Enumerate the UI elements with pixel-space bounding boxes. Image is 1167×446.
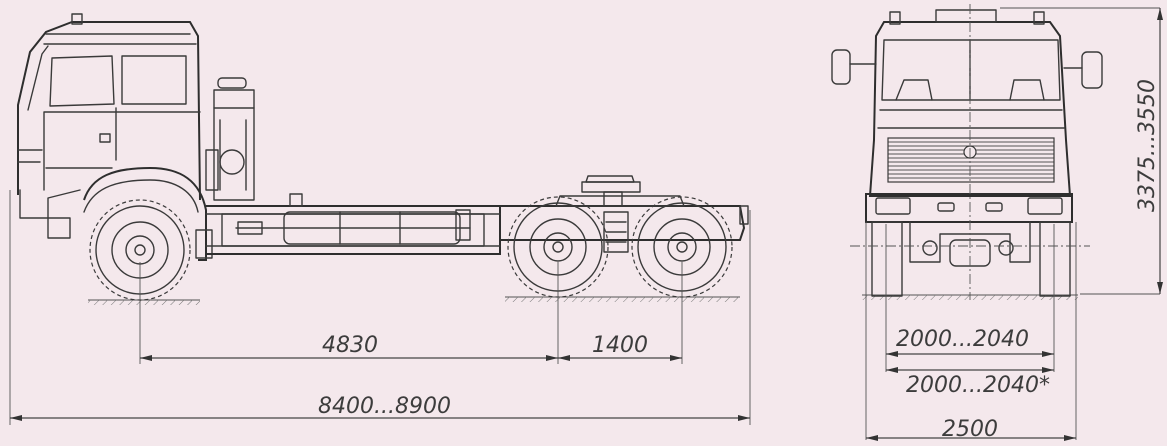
front-view-wheels bbox=[871, 221, 1071, 297]
dim-overall-length: 8400...8900 bbox=[318, 394, 451, 419]
rear-suspension bbox=[603, 211, 629, 253]
dim-overall-height: 3375...3550 bbox=[1135, 79, 1160, 212]
side-view bbox=[9, 13, 751, 425]
front-view bbox=[831, 4, 1160, 440]
air-intake bbox=[205, 77, 255, 201]
ground-line-side bbox=[88, 296, 740, 305]
dim-track-front: 2000...2040 bbox=[896, 327, 1029, 352]
fifth-wheel bbox=[555, 175, 685, 207]
dim-overall-width: 2500 bbox=[942, 417, 998, 442]
front-bumper bbox=[865, 193, 1073, 223]
dim-wheelbase-front: 4830 bbox=[322, 333, 378, 358]
dimension-lines bbox=[10, 8, 1163, 441]
truck-cab bbox=[17, 13, 213, 261]
dim-track-rear: 2000...2040* bbox=[906, 373, 1050, 398]
chassis-frame bbox=[205, 193, 749, 255]
front-cab bbox=[831, 9, 1103, 197]
dim-wheelbase-rear: 1400 bbox=[592, 333, 648, 358]
